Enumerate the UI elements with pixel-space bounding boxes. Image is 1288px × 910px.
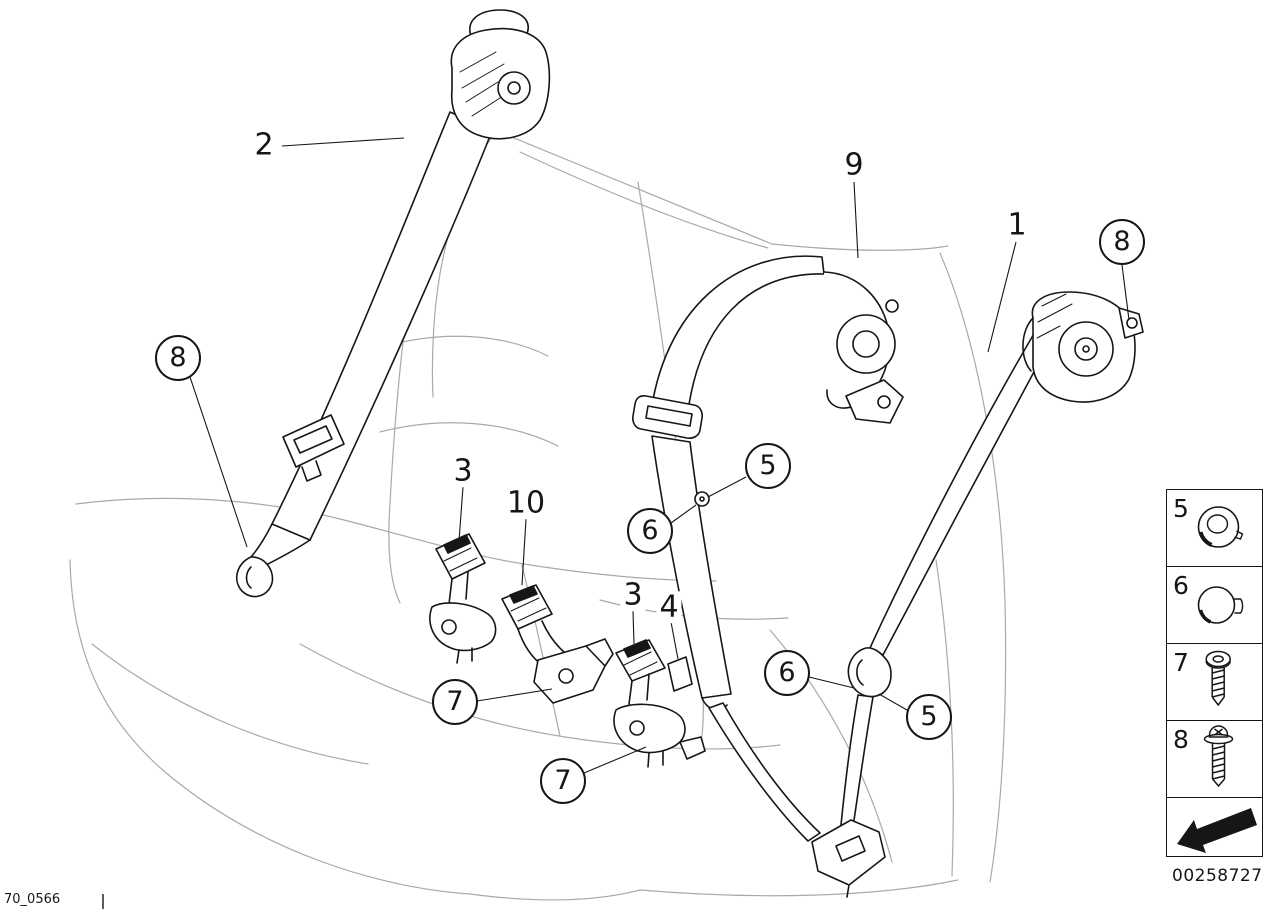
seat-outline — [69, 130, 1007, 901]
callout-4[interactable]: 4 — [656, 591, 682, 623]
drawing-ref: 70_0566 — [4, 892, 61, 907]
callout-8[interactable]: 8 — [155, 335, 201, 381]
legend-item-7[interactable]: 7 — [1166, 643, 1263, 721]
back-arrow-icon — [1177, 808, 1257, 853]
legend-items: 5 6 7 8 — [1166, 489, 1263, 798]
legend-item-6[interactable]: 6 — [1166, 566, 1263, 644]
buckles — [429, 533, 706, 768]
screw-icon — [1204, 650, 1231, 707]
legend-item-number: 6 — [1173, 571, 1189, 600]
callout-5[interactable]: 5 — [745, 443, 791, 489]
callout-3[interactable]: 3 — [450, 455, 476, 487]
cap-icon — [1197, 586, 1243, 624]
washer-screw-icon — [1203, 725, 1233, 788]
callout-7[interactable]: 7 — [432, 679, 478, 725]
legend-item-number: 8 — [1173, 725, 1189, 754]
callout-7[interactable]: 7 — [540, 758, 586, 804]
legend-item-number: 5 — [1173, 494, 1189, 523]
leader-lines — [102, 137, 1130, 909]
callout-5[interactable]: 5 — [906, 694, 952, 740]
grommet-icon — [1197, 506, 1243, 548]
callout-6[interactable]: 6 — [764, 650, 810, 696]
belt-hardware — [235, 9, 1144, 898]
callout-2[interactable]: 2 — [251, 129, 277, 161]
callout-1[interactable]: 1 — [1004, 209, 1030, 241]
callout-6[interactable]: 6 — [627, 508, 673, 554]
left-seat-belt — [235, 9, 551, 598]
nav-arrow-cell[interactable] — [1166, 797, 1263, 857]
callout-3[interactable]: 3 — [620, 579, 646, 611]
legend: 5 6 7 8 — [1166, 489, 1263, 857]
callout-9[interactable]: 9 — [841, 149, 867, 181]
legend-item-8[interactable]: 8 — [1166, 720, 1263, 798]
legend-item-number: 7 — [1173, 648, 1189, 677]
callout-10[interactable]: 10 — [503, 487, 549, 519]
bottom-anchor-bracket — [811, 819, 886, 898]
legend-item-5[interactable]: 5 — [1166, 489, 1263, 567]
part-number: 00258727 — [1172, 866, 1263, 886]
center-seat-belt — [632, 255, 904, 842]
callout-8[interactable]: 8 — [1099, 219, 1145, 265]
